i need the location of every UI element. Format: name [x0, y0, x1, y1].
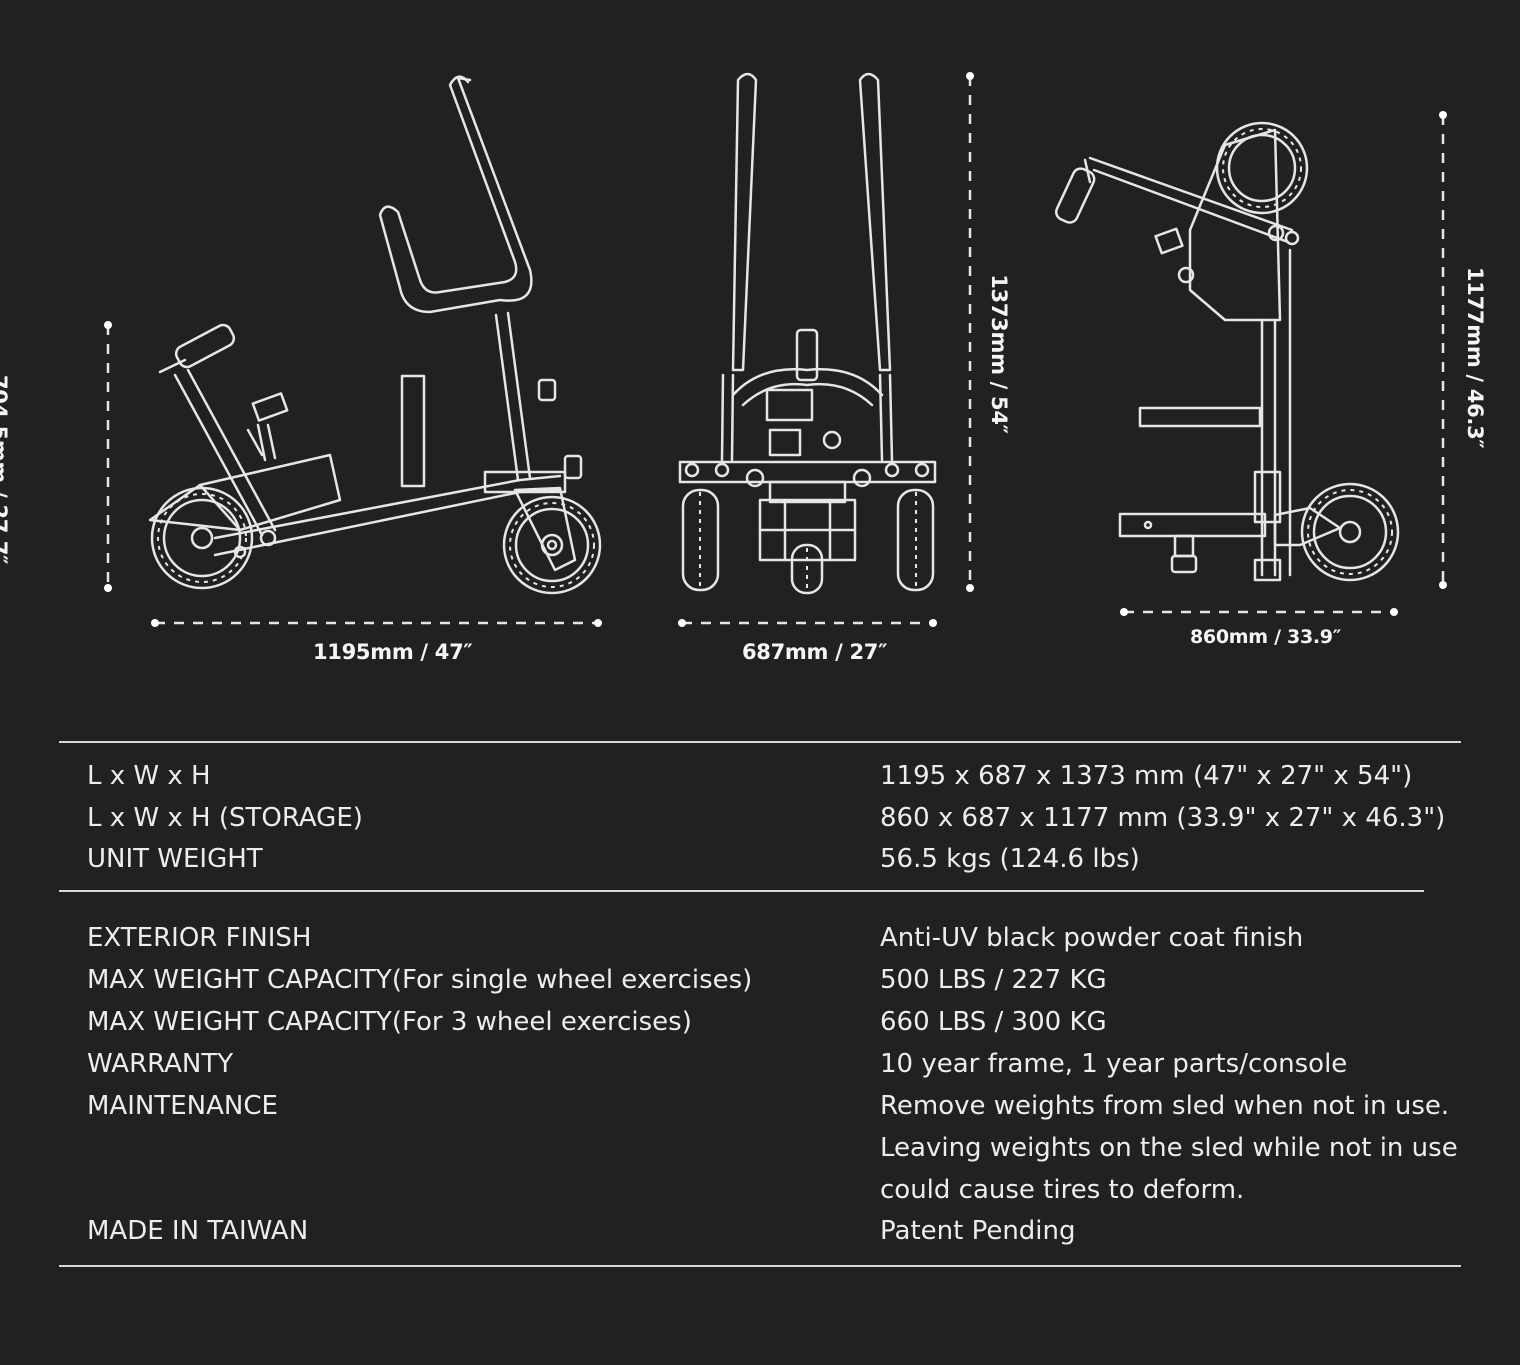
storage-view-drawing — [1055, 121, 1400, 582]
storage-height-label: 1177mm / 46.3″ — [1463, 267, 1487, 449]
spec-value: 860 x 687 x 1177 mm (33.9" x 27" x 46.3"… — [880, 803, 1446, 833]
front-width-label: 687mm / 27″ — [742, 640, 888, 664]
spec-label: MAX WEIGHT CAPACITY(For single wheel exe… — [87, 965, 753, 995]
front-view-drawing — [678, 72, 937, 595]
spec-value: Leaving weights on the sled while not in… — [880, 1133, 1458, 1163]
spec-label: WARRANTY — [87, 1049, 234, 1079]
spec-value: 56.5 kgs (124.6 lbs) — [880, 844, 1140, 874]
table-top-rule — [59, 741, 1461, 743]
spec-value: 1195 x 687 x 1373 mm (47" x 27" x 54") — [880, 761, 1413, 791]
product-drawings — [104, 72, 1447, 627]
spec-value: Remove weights from sled when not in use… — [880, 1091, 1450, 1121]
spec-value: Patent Pending — [880, 1216, 1076, 1246]
spec-value: 10 year frame, 1 year parts/console — [880, 1049, 1348, 1079]
spec-label: L x W x H (STORAGE) — [87, 803, 363, 833]
spec-label: MAINTENANCE — [87, 1091, 278, 1121]
side-view-drawing — [148, 75, 602, 595]
table-bottom-rule — [59, 1265, 1461, 1267]
spec-label: UNIT WEIGHT — [87, 844, 263, 874]
spec-label: EXTERIOR FINISH — [87, 923, 312, 953]
spec-value: could cause tires to deform. — [880, 1175, 1245, 1205]
table-middle-rule — [59, 890, 1424, 892]
spec-label: MAX WEIGHT CAPACITY(For 3 wheel exercise… — [87, 1007, 692, 1037]
side-length-label: 1195mm / 47″ — [313, 640, 473, 664]
spec-value: 500 LBS / 227 KG — [880, 965, 1107, 995]
spec-value: 660 LBS / 300 KG — [880, 1007, 1107, 1037]
spec-label: L x W x H — [87, 761, 211, 791]
side-height-label: 704.5mm / 27.7″ — [0, 375, 11, 565]
spec-value: Anti-UV black powder coat finish — [880, 923, 1304, 953]
front-height-label: 1373mm / 54″ — [987, 274, 1011, 434]
storage-length-label: 860mm / 33.9″ — [1190, 626, 1341, 648]
spec-label: MADE IN TAIWAN — [87, 1216, 309, 1246]
